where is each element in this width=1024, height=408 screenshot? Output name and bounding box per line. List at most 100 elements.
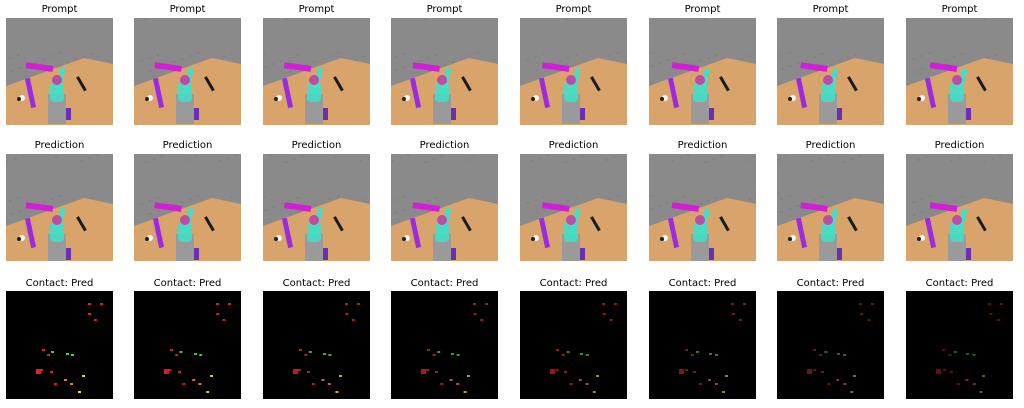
floor-texture <box>838 60 841 62</box>
floor-texture <box>362 199 365 201</box>
floor-texture <box>427 200 430 202</box>
gripper-head <box>52 75 62 85</box>
floor-texture <box>140 203 143 205</box>
contact-point <box>614 303 617 305</box>
floor-texture <box>983 18 986 20</box>
contact-point <box>715 354 718 356</box>
purple-block <box>24 217 37 249</box>
black-tool <box>204 76 215 92</box>
floor-texture <box>788 52 791 54</box>
floor-texture <box>156 197 159 199</box>
gripper-head <box>180 75 190 85</box>
contact-point <box>725 375 728 377</box>
floor-texture <box>394 56 397 58</box>
panel-title: Prompt <box>169 4 206 15</box>
floor-texture <box>148 57 151 59</box>
floor-texture <box>460 58 463 60</box>
contact-point <box>592 391 596 393</box>
magenta-block <box>800 202 828 212</box>
dark-object <box>917 97 921 101</box>
contact-point <box>88 303 91 305</box>
contact-point <box>94 319 97 321</box>
floor-texture <box>542 196 545 198</box>
contact-point <box>580 353 583 355</box>
gripper-body <box>950 222 964 242</box>
contact-background <box>6 291 113 399</box>
arm-detail <box>966 108 971 120</box>
floor-texture <box>821 196 824 198</box>
contact-point <box>965 379 969 381</box>
floor-texture <box>145 161 148 163</box>
contact-point <box>311 383 315 385</box>
contact-point <box>339 375 342 377</box>
floor-texture <box>337 195 340 197</box>
magenta-block <box>800 62 828 72</box>
contact-point <box>685 369 688 371</box>
floor-texture <box>740 58 743 60</box>
contact-point <box>357 303 360 305</box>
contact-point <box>175 354 179 356</box>
contact-point <box>437 351 441 353</box>
floor-texture <box>580 155 583 157</box>
arm-detail <box>194 248 199 260</box>
floor-texture <box>34 61 37 63</box>
floor-texture <box>813 199 816 201</box>
contact-point <box>304 354 308 356</box>
panel-title: Prompt <box>298 4 335 15</box>
grid-cell: Prediction <box>6 0 113 408</box>
floor-texture <box>108 60 111 62</box>
floor-texture <box>650 65 653 67</box>
grid-cell: Prediction <box>520 0 627 408</box>
contact-point <box>307 371 310 373</box>
gripper-body <box>178 222 192 242</box>
floor-texture <box>535 212 538 214</box>
contact-point <box>100 303 103 305</box>
contact-point <box>972 383 976 385</box>
floor-texture <box>921 211 924 213</box>
panel-title: Prompt <box>426 4 463 15</box>
gripper-head <box>695 75 705 85</box>
rgb-frame-image <box>906 18 1013 125</box>
grid-cell: Prediction <box>391 0 498 408</box>
floor-texture <box>699 60 702 62</box>
floor-texture <box>953 56 956 58</box>
floor-texture <box>334 156 337 158</box>
contact-point <box>47 354 50 356</box>
gripper-head <box>566 75 576 85</box>
floor-texture <box>937 62 940 64</box>
contact-point <box>948 354 952 356</box>
floor-texture <box>91 53 94 55</box>
contact-point <box>596 375 599 377</box>
dark-object <box>660 97 664 101</box>
rgb-frame-image <box>391 154 498 261</box>
frame-svg <box>6 154 113 261</box>
floor-texture <box>230 196 233 198</box>
contact-point <box>66 353 69 355</box>
magenta-block <box>154 62 182 72</box>
contact-point <box>696 351 699 353</box>
gripper-body <box>821 82 835 102</box>
floor-texture <box>403 66 406 68</box>
dark-object <box>145 97 149 101</box>
contact-point <box>843 354 847 356</box>
floor-texture <box>851 158 854 160</box>
floor-texture <box>263 53 266 55</box>
floor-texture <box>781 68 784 70</box>
floor-texture <box>567 200 570 202</box>
contact-blob <box>679 369 684 374</box>
contact-point <box>860 313 864 315</box>
floor-texture <box>748 55 751 57</box>
floor-texture <box>435 54 438 56</box>
floor-texture <box>608 55 611 57</box>
floor-texture <box>826 154 829 156</box>
black-tool <box>333 216 344 232</box>
gripper-body <box>178 82 192 102</box>
contact-point <box>70 383 73 385</box>
contact-point <box>351 319 355 321</box>
purple-block <box>924 217 937 249</box>
frame-svg <box>6 18 113 125</box>
contact-point <box>953 351 957 353</box>
floor-texture <box>674 56 677 58</box>
gripper-body <box>564 82 578 102</box>
floor-texture <box>296 54 299 56</box>
